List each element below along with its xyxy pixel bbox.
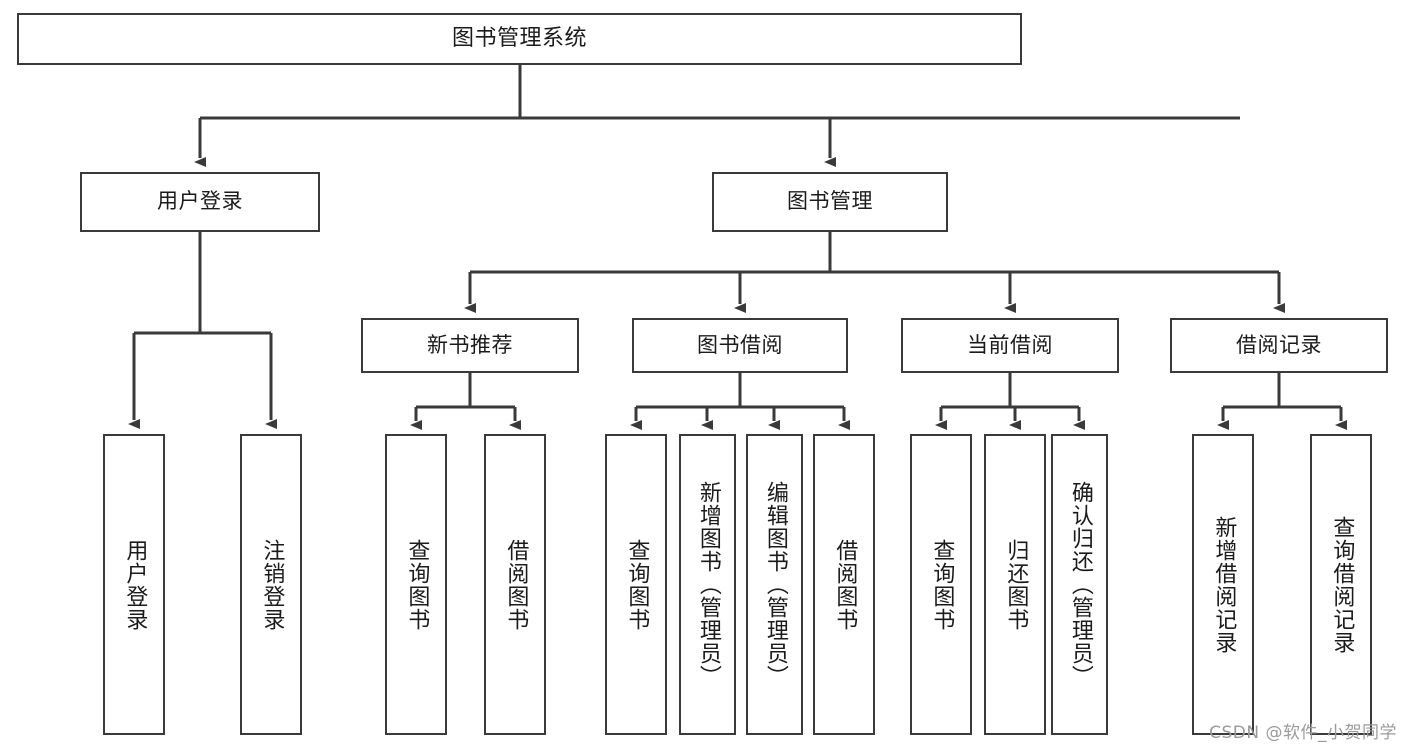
node-leaf-borrow-book-1-label: 借阅图书 bbox=[503, 538, 529, 631]
edges-book-borrow bbox=[630, 373, 850, 430]
node-leaf-add-book-label: 新增图书（管理员） bbox=[695, 481, 721, 688]
node-leaf-borrow-book-1[interactable]: 借阅图书 bbox=[484, 434, 546, 735]
node-book-borrow-label: 图书借阅 bbox=[697, 332, 783, 357]
watermark: CSDN @软件_小贺同学 bbox=[1209, 723, 1397, 743]
node-book-borrow[interactable]: 图书借阅 bbox=[632, 318, 848, 373]
node-current-borrow[interactable]: 当前借阅 bbox=[901, 318, 1119, 373]
node-leaf-confirm-return-label: 确认归还（管理员） bbox=[1067, 481, 1093, 688]
node-leaf-logout-label: 注销登录 bbox=[259, 538, 285, 631]
edges-borrow-record bbox=[1217, 373, 1347, 430]
node-leaf-add-record-label: 新增借阅记录 bbox=[1211, 515, 1237, 654]
node-leaf-borrow-book-2-label: 借阅图书 bbox=[832, 538, 858, 631]
node-new-book-recommend[interactable]: 新书推荐 bbox=[361, 318, 579, 373]
edges-user-login bbox=[128, 232, 277, 429]
node-leaf-return-book[interactable]: 归还图书 bbox=[984, 434, 1046, 735]
node-leaf-user-login[interactable]: 用户登录 bbox=[103, 434, 165, 735]
node-leaf-query-book-2[interactable]: 查询图书 bbox=[605, 434, 667, 735]
edges-new-book-recommend bbox=[410, 373, 521, 430]
node-leaf-add-book[interactable]: 新增图书（管理员） bbox=[679, 434, 736, 735]
node-book-manage-label: 图书管理 bbox=[787, 189, 873, 214]
node-current-borrow-label: 当前借阅 bbox=[967, 332, 1053, 357]
node-user-login-label: 用户登录 bbox=[157, 189, 243, 214]
node-leaf-edit-book-label: 编辑图书（管理员） bbox=[762, 481, 788, 688]
node-leaf-query-record[interactable]: 查询借阅记录 bbox=[1310, 434, 1372, 735]
node-borrow-record[interactable]: 借阅记录 bbox=[1170, 318, 1388, 373]
node-leaf-user-login-label: 用户登录 bbox=[122, 538, 148, 631]
node-leaf-confirm-return[interactable]: 确认归还（管理员） bbox=[1051, 434, 1108, 735]
node-leaf-query-book-1-label: 查询图书 bbox=[404, 538, 430, 631]
node-leaf-query-book-1[interactable]: 查询图书 bbox=[385, 434, 447, 735]
node-leaf-borrow-book-2[interactable]: 借阅图书 bbox=[813, 434, 875, 735]
node-leaf-return-book-label: 归还图书 bbox=[1003, 538, 1029, 631]
node-leaf-edit-book[interactable]: 编辑图书（管理员） bbox=[746, 434, 803, 735]
node-leaf-query-book-3-label: 查询图书 bbox=[929, 538, 955, 631]
node-book-manage[interactable]: 图书管理 bbox=[712, 172, 948, 232]
node-leaf-query-record-label: 查询借阅记录 bbox=[1329, 515, 1355, 654]
node-new-book-recommend-label: 新书推荐 bbox=[427, 332, 513, 357]
edges-current-borrow bbox=[935, 373, 1085, 430]
node-user-login[interactable]: 用户登录 bbox=[80, 172, 320, 232]
node-leaf-query-book-2-label: 查询图书 bbox=[624, 538, 650, 631]
edges-book-manage bbox=[464, 232, 1285, 313]
edges-root bbox=[194, 65, 1240, 167]
node-borrow-record-label: 借阅记录 bbox=[1236, 332, 1322, 357]
node-leaf-query-book-3[interactable]: 查询图书 bbox=[910, 434, 972, 735]
node-leaf-logout[interactable]: 注销登录 bbox=[240, 434, 302, 735]
node-root-label: 图书管理系统 bbox=[451, 25, 587, 51]
node-leaf-add-record[interactable]: 新增借阅记录 bbox=[1192, 434, 1254, 735]
node-root[interactable]: 图书管理系统 bbox=[17, 13, 1022, 65]
